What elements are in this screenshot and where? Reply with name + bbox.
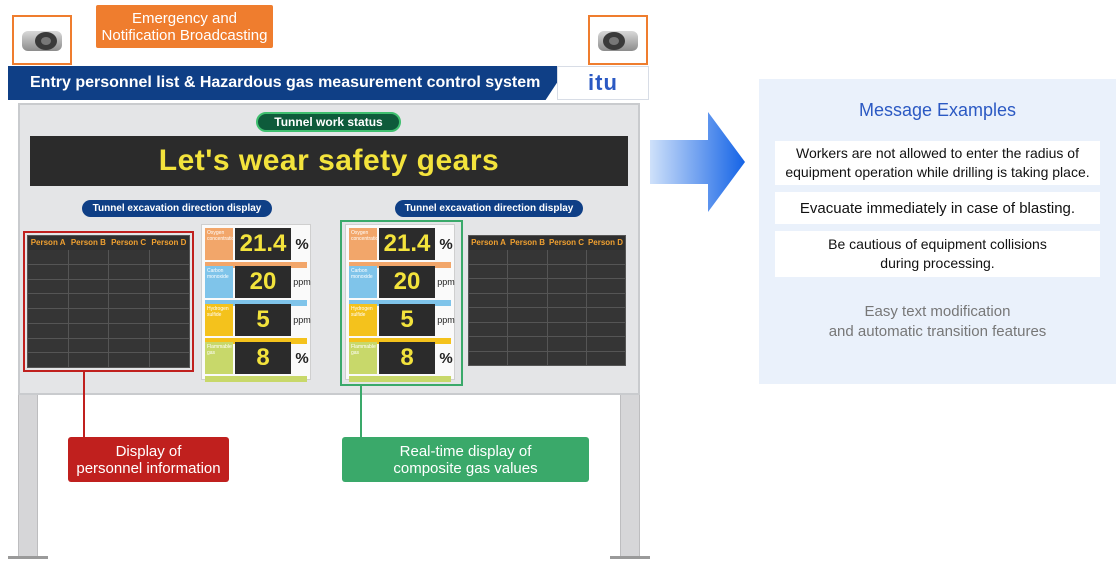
speaker-left — [12, 15, 72, 65]
gas-value: 8 — [379, 342, 435, 374]
gas-unit: ppm — [437, 315, 455, 325]
gas-unit: ppm — [293, 277, 311, 287]
gas-panel-right: Oxygen concentration 21.4 % Carbon monox… — [345, 224, 455, 382]
person-header: Person B — [70, 238, 106, 247]
gas-label: Flammable gas — [205, 342, 233, 374]
person-header: Person A — [471, 238, 506, 247]
gas-unit: % — [295, 349, 309, 367]
gas-row: Hydrogen sulfide 5 ppm — [205, 304, 311, 346]
personnel-grid-left: Person A Person B Person C Person D — [27, 235, 190, 368]
gas-row: Hydrogen sulfide 5 ppm — [349, 304, 455, 346]
person-header: Person D — [151, 238, 187, 247]
personnel-grid-cells — [469, 250, 625, 365]
gas-unit: ppm — [437, 277, 455, 287]
arrow-right-icon — [650, 112, 745, 212]
speaker-icon — [22, 31, 62, 51]
gas-callout: Real-time display of composite gas value… — [342, 437, 589, 482]
gas-connector — [360, 386, 362, 438]
message-item: Workers are not allowed to enter the rad… — [775, 141, 1100, 185]
person-header: Person D — [587, 238, 624, 247]
gas-value: 20 — [235, 266, 291, 298]
tunnel-status-label: Tunnel work status — [256, 112, 401, 132]
broadcast-callout: Emergency and Notification Broadcasting — [96, 5, 273, 48]
gas-value: 21.4 — [235, 228, 291, 260]
personnel-highlight-box — [23, 231, 194, 372]
personnel-grid-right: Person A Person B Person C Person D — [468, 235, 626, 366]
gas-value: 20 — [379, 266, 435, 298]
gas-label: Hydrogen sulfide — [205, 304, 233, 336]
gas-unit: % — [439, 349, 453, 367]
gas-value: 8 — [235, 342, 291, 374]
banner-message: Let's wear safety gears — [30, 136, 628, 186]
gas-value: 21.4 — [379, 228, 435, 260]
gas-unit: % — [295, 235, 309, 253]
gas-label: Hydrogen sulfide — [349, 304, 377, 336]
person-header: Person A — [30, 238, 66, 247]
logo: itu — [557, 66, 649, 100]
gas-row: Oxygen concentration 21.4 % — [205, 228, 309, 270]
personnel-callout: Display of personnel information — [68, 437, 229, 482]
gas-row: Flammable gas 8 % — [349, 342, 453, 384]
gas-value: 5 — [235, 304, 291, 336]
system-title-bar: Entry personnel list & Hazardous gas mea… — [8, 66, 568, 100]
board-leg-left — [18, 395, 38, 557]
gas-panel-left: Oxygen concentration 21.4 % Carbon monox… — [201, 224, 311, 382]
direction-label-left: Tunnel excavation direction display — [82, 200, 272, 217]
gas-row: Oxygen concentration 21.4 % — [349, 228, 453, 270]
gas-row: Flammable gas 8 % — [205, 342, 309, 384]
gas-label: Carbon monoxide — [349, 266, 377, 298]
gas-label: Flammable gas — [349, 342, 377, 374]
gas-unit: ppm — [293, 315, 311, 325]
ground-line — [8, 556, 48, 559]
gas-value: 5 — [379, 304, 435, 336]
personnel-grid-header: Person A Person B Person C Person D — [469, 236, 625, 250]
message-item: Evacuate immediately in case of blasting… — [775, 192, 1100, 224]
gas-row: Carbon monoxide 20 ppm — [349, 266, 455, 308]
gas-row: Carbon monoxide 20 ppm — [205, 266, 311, 308]
board-leg-right — [620, 395, 640, 557]
gas-unit: % — [439, 235, 453, 253]
person-header: Person C — [548, 238, 585, 247]
message-note: Easy text modification and automatic tra… — [828, 303, 1047, 340]
personnel-grid-cells — [28, 250, 189, 367]
person-header: Person B — [509, 238, 546, 247]
ground-line — [610, 556, 650, 559]
gas-label: Oxygen concentration — [349, 228, 377, 260]
direction-label-right: Tunnel excavation direction display — [395, 200, 583, 217]
gas-label: Carbon monoxide — [205, 266, 233, 298]
person-header: Person C — [111, 238, 147, 247]
speaker-icon — [598, 31, 638, 51]
speaker-right — [588, 15, 648, 65]
gas-label: Oxygen concentration — [205, 228, 233, 260]
gas-highlight-box — [340, 220, 463, 386]
message-item: Be cautious of equipment collisions duri… — [775, 231, 1100, 277]
system-title: Entry personnel list & Hazardous gas mea… — [30, 74, 541, 91]
logo-text: itu — [588, 70, 618, 95]
personnel-grid-header: Person A Person B Person C Person D — [28, 236, 189, 250]
personnel-connector — [83, 372, 85, 438]
message-title: Message Examples — [858, 100, 1017, 120]
